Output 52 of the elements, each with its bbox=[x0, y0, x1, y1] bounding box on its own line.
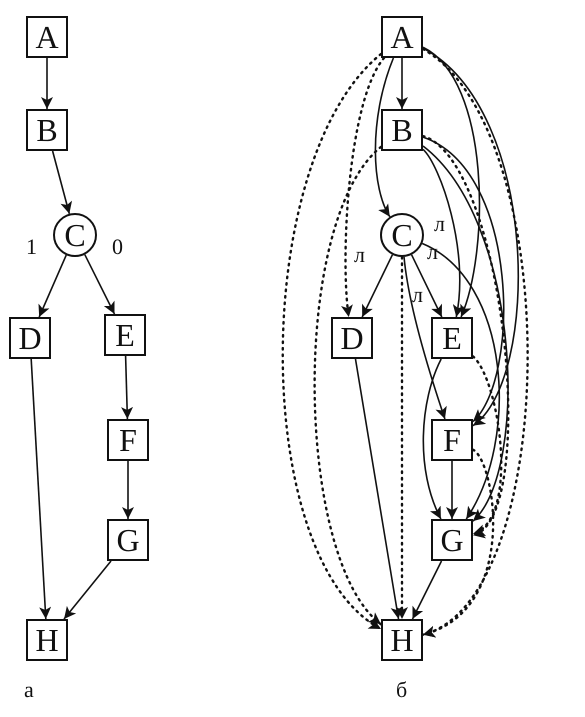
process-box: D bbox=[331, 317, 373, 359]
panel-label: б bbox=[396, 679, 408, 701]
decision-circle: C bbox=[380, 213, 424, 257]
arrow bbox=[396, 58, 408, 109]
decision-circle: C bbox=[53, 213, 97, 257]
arrow bbox=[41, 58, 53, 109]
dotted-arrow bbox=[422, 48, 529, 636]
arrow bbox=[122, 461, 134, 519]
arrow bbox=[422, 358, 442, 520]
arrow bbox=[446, 461, 458, 519]
arrow bbox=[354, 358, 402, 620]
arrow bbox=[84, 254, 116, 314]
panel-label: а bbox=[24, 679, 34, 701]
arrow bbox=[422, 46, 480, 318]
arrow bbox=[374, 58, 394, 218]
arrow bbox=[422, 242, 500, 520]
process-box: F bbox=[107, 419, 149, 461]
dotted-arrow bbox=[472, 355, 502, 536]
process-box: G bbox=[107, 519, 149, 561]
process-box: D bbox=[9, 317, 51, 359]
arrow bbox=[410, 254, 443, 318]
edge-label: л bbox=[412, 284, 423, 306]
process-box: H bbox=[381, 619, 423, 661]
edge-label: 0 bbox=[112, 236, 123, 258]
arrow bbox=[63, 560, 112, 620]
arrow bbox=[412, 560, 442, 620]
process-box: G bbox=[431, 519, 473, 561]
arrow bbox=[52, 150, 72, 214]
arrow bbox=[422, 47, 520, 426]
arrow bbox=[422, 136, 504, 422]
arrow bbox=[121, 356, 134, 420]
process-box: A bbox=[381, 16, 423, 58]
edge-label: 1 bbox=[26, 236, 37, 258]
arrow bbox=[422, 148, 464, 318]
process-box: E bbox=[431, 317, 473, 359]
process-box: B bbox=[26, 109, 68, 151]
arrow bbox=[403, 256, 447, 420]
edge-label: л bbox=[434, 213, 445, 235]
arrow bbox=[30, 358, 52, 620]
process-box: A bbox=[26, 16, 68, 58]
dotted-arrow bbox=[341, 56, 386, 318]
process-box: F bbox=[431, 419, 473, 461]
dotted-arrow bbox=[282, 52, 382, 630]
dotted-arrow bbox=[422, 448, 494, 636]
process-box: E bbox=[104, 314, 146, 356]
arrow bbox=[38, 254, 67, 318]
process-box: B bbox=[381, 109, 423, 151]
process-box: H bbox=[26, 619, 68, 661]
dotted-arrow bbox=[396, 256, 408, 620]
arrow bbox=[361, 254, 394, 318]
dotted-arrow bbox=[313, 146, 382, 626]
edge-label: л bbox=[354, 244, 365, 266]
